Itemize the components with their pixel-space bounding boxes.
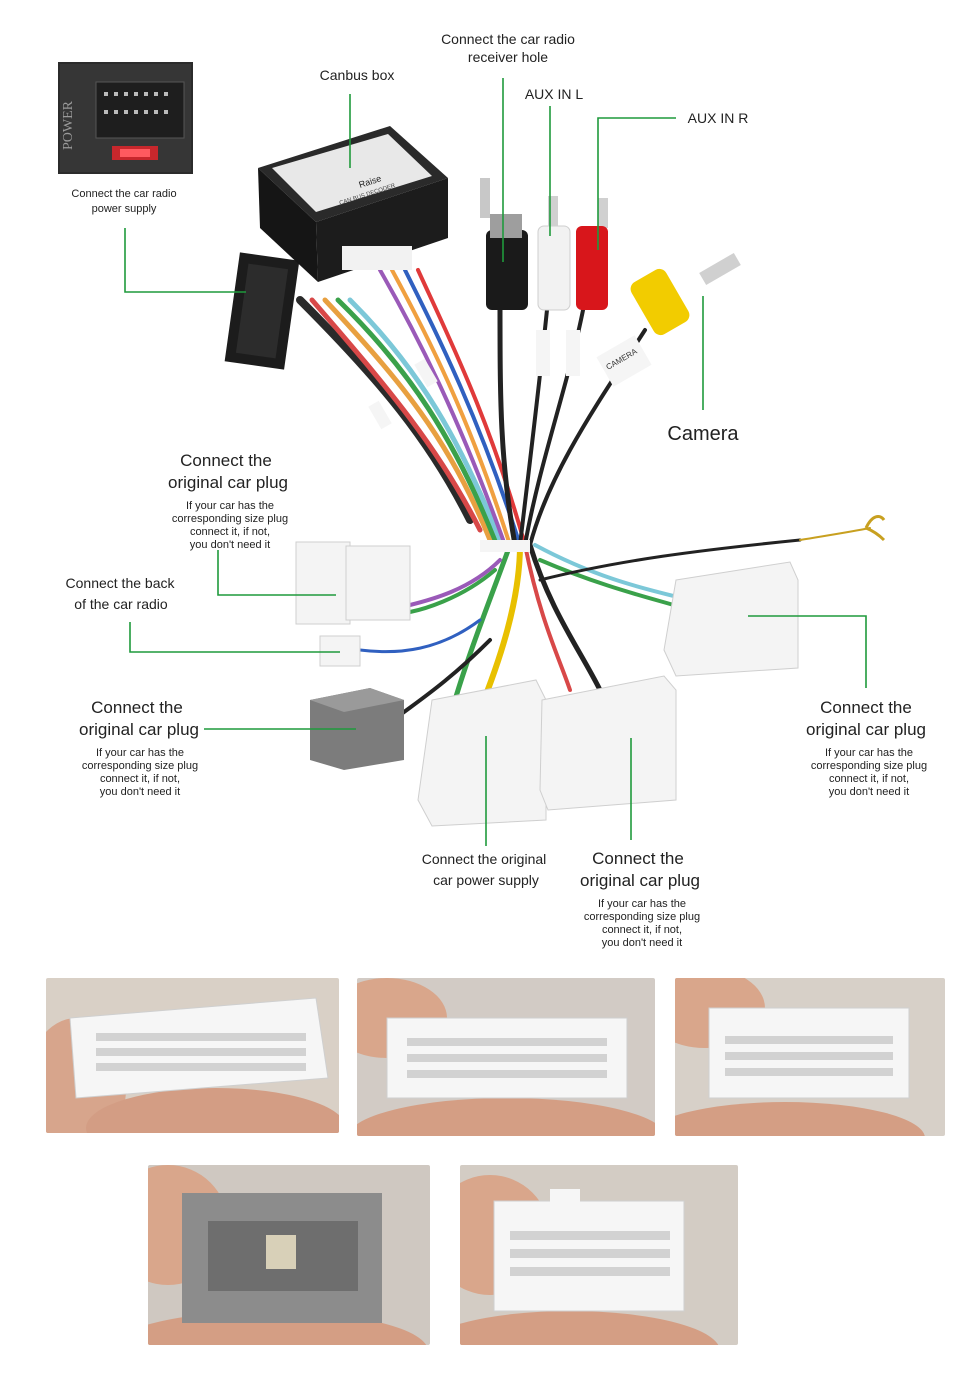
radio-harness-plug (224, 252, 300, 370)
receiver-hole-label-line1: Connect the car radio (441, 31, 575, 47)
orig-plug-a-line1: Connect the (180, 451, 272, 470)
power-supply-label-line1: Connect the car radio (71, 188, 176, 200)
orig-plug-b-note2: corresponding size plug (82, 760, 198, 772)
grey-connector (310, 688, 404, 770)
white-connector-top-left (295, 541, 411, 625)
orig-plug-b-line2: original car plug (79, 720, 199, 739)
original-plug-label-b: Connect the original car plug If your ca… (79, 698, 199, 798)
connector-photo-4 (148, 1165, 430, 1345)
cable-tags (536, 330, 580, 376)
orig-plug-b-line1: Connect the (91, 698, 183, 717)
wire-bundle (296, 268, 871, 717)
connector-photo-3 (675, 978, 945, 1136)
orig-plug-a-line2: original car plug (168, 473, 288, 492)
connector-photo-2 (357, 978, 655, 1136)
power-socket-photo: POWER (58, 62, 193, 174)
original-plug-label-c: Connect the original car plug If your ca… (806, 698, 927, 798)
orig-plug-b-note3: connect it, if not, (100, 773, 180, 785)
back-radio-label-line2: of the car radio (74, 596, 168, 612)
orig-plug-a-note1: If your car has the (186, 500, 274, 512)
leader-lines (124, 78, 867, 846)
ground-fork-terminal (864, 514, 886, 542)
orig-plug-c-note1: If your car has the (825, 747, 913, 759)
orig-plug-b-note1: If your car has the (96, 747, 184, 759)
white-connector-center (539, 675, 677, 811)
orig-plug-d-note1: If your car has the (598, 898, 686, 910)
wiring-harness-diagram: POWER (58, 31, 927, 949)
camera-label: Camera (667, 423, 739, 445)
orig-plug-c-note2: corresponding size plug (811, 760, 927, 772)
orig-plug-a-note3: connect it, if not, (190, 526, 270, 538)
camera-plug: CAMERA (596, 252, 741, 387)
white-connector-power (417, 679, 547, 827)
small-radio-back-connector (319, 635, 361, 667)
car-power-label-line2: car power supply (433, 872, 539, 888)
white-connector-right (663, 561, 799, 677)
orig-plug-c-note3: connect it, if not, (829, 773, 909, 785)
canbus-box: Raise CAN BUS DECODER (258, 126, 448, 282)
power-supply-label-line2: power supply (92, 203, 157, 215)
back-radio-label-line1: Connect the back (66, 575, 176, 591)
antenna-plug (480, 178, 528, 310)
orig-plug-c-line1: Connect the (820, 698, 912, 717)
orig-plug-a-note2: corresponding size plug (172, 513, 288, 525)
aux-r-plug (576, 198, 608, 310)
orig-plug-d-note2: corresponding size plug (584, 911, 700, 923)
orig-plug-d-line2: original car plug (580, 871, 700, 890)
orig-plug-c-note4: you don't need it (829, 786, 909, 798)
car-power-label-line1: Connect the original (422, 851, 547, 867)
aux-l-label: AUX IN L (525, 86, 584, 102)
original-plug-label-a: Connect the original car plug If your ca… (168, 451, 288, 551)
receiver-hole-label-line2: receiver hole (468, 49, 548, 65)
connector-photo-5 (460, 1165, 738, 1345)
orig-plug-d-line1: Connect the (592, 849, 684, 868)
canbus-box-label: Canbus box (320, 67, 395, 83)
orig-plug-a-note4: you don't need it (190, 539, 270, 551)
orig-plug-b-note4: you don't need it (100, 786, 180, 798)
orig-plug-d-note3: connect it, if not, (602, 924, 682, 936)
orig-plug-d-note4: you don't need it (602, 937, 682, 949)
original-plug-label-d: Connect the original car plug If your ca… (580, 849, 700, 949)
aux-l-plug (537, 196, 571, 311)
power-panel-label: POWER (61, 100, 76, 150)
orig-plug-c-line2: original car plug (806, 720, 926, 739)
connector-photo-1 (46, 978, 339, 1133)
aux-r-label: AUX IN R (688, 110, 749, 126)
